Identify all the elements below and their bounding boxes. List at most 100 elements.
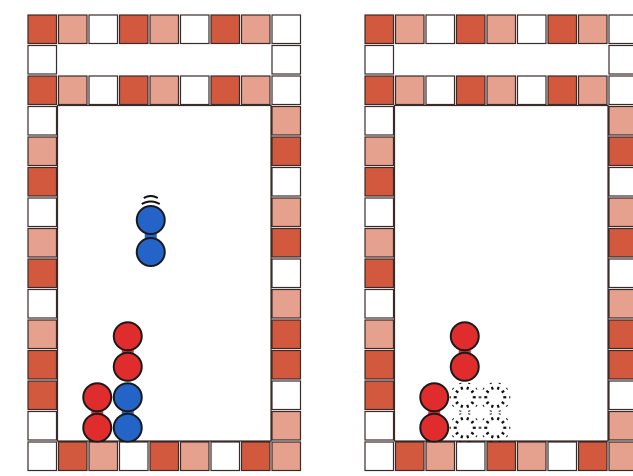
burst-dash <box>502 419 508 423</box>
frame-tile <box>28 168 57 197</box>
burst-dash <box>483 388 489 392</box>
frame-tile <box>365 290 394 319</box>
burst-dash <box>498 405 500 412</box>
frame-tile <box>487 15 516 44</box>
frame-tile <box>272 137 301 166</box>
frame-tile <box>579 442 608 471</box>
frame-tile <box>487 76 516 105</box>
puyo-blue <box>114 414 142 442</box>
frame-tile <box>609 412 633 441</box>
frame-tile <box>609 320 633 349</box>
frame-tile <box>609 229 633 258</box>
puyo-red <box>451 322 479 350</box>
frame-tile <box>59 442 88 471</box>
burst-dash <box>502 388 508 392</box>
burst-dash <box>498 413 500 420</box>
frame-tile <box>609 76 633 105</box>
frame-tile <box>272 381 301 410</box>
frame-tile <box>28 137 57 166</box>
frame-tile <box>365 76 394 105</box>
frame-tile <box>426 442 455 471</box>
popping-puyo <box>480 383 510 412</box>
frame-tile <box>59 15 88 44</box>
frame-tile <box>365 137 394 166</box>
burst-dash <box>502 402 508 406</box>
frame-tile <box>272 198 301 227</box>
frame-tile <box>365 351 394 380</box>
frame-tile <box>609 290 633 319</box>
burst-dash <box>491 413 493 420</box>
frame-tile <box>272 76 301 105</box>
frame-tile <box>272 290 301 319</box>
frame-tile <box>28 320 57 349</box>
frame-tile <box>181 442 210 471</box>
panel-before <box>28 15 301 471</box>
frame-tile <box>579 76 608 105</box>
frame-tile <box>609 15 633 44</box>
puyo-red <box>114 322 142 350</box>
frame-tile <box>609 259 633 288</box>
frame-tile <box>365 107 394 136</box>
popping-puyo <box>450 383 480 412</box>
frame-tile <box>28 442 57 471</box>
frame-tile <box>272 46 301 75</box>
frame-tile <box>242 76 271 105</box>
burst-dash <box>453 388 459 392</box>
frame-tile <box>150 442 179 471</box>
frame-tile <box>548 15 577 44</box>
frame-tile <box>609 168 633 197</box>
burst-dash <box>498 383 500 390</box>
frame-tile <box>120 442 149 471</box>
motion-line <box>144 196 158 198</box>
frame-tile <box>365 259 394 288</box>
frame-tile <box>518 15 547 44</box>
frame-tile <box>396 442 425 471</box>
puyo-red <box>420 383 448 411</box>
frame-tile <box>28 46 57 75</box>
frame-tile <box>89 15 118 44</box>
burst-dash <box>453 419 459 423</box>
popping-puyo <box>480 413 510 442</box>
motion-line <box>142 202 160 205</box>
frame-tile <box>365 412 394 441</box>
burst-dash <box>453 432 459 436</box>
frame-tile <box>396 15 425 44</box>
frame-tile <box>28 107 57 136</box>
panel-after <box>365 15 633 471</box>
frame-tile <box>28 229 57 258</box>
frame-tile <box>609 381 633 410</box>
frame-tile <box>120 76 149 105</box>
burst-dash <box>483 402 489 406</box>
frame-tile <box>396 76 425 105</box>
frame-tile <box>181 76 210 105</box>
frame-tile <box>548 442 577 471</box>
frame-tile <box>28 15 57 44</box>
puyo-red <box>83 383 111 411</box>
frame-tile <box>242 15 271 44</box>
frame-tile <box>518 442 547 471</box>
frame-tile <box>457 442 486 471</box>
frame-tile <box>272 229 301 258</box>
falling-puyo-top <box>137 206 165 234</box>
frame-tile <box>272 320 301 349</box>
frame-tile <box>518 76 547 105</box>
frame-tile <box>272 259 301 288</box>
frame-tile <box>457 76 486 105</box>
frame-tile <box>59 76 88 105</box>
frame-tile <box>89 442 118 471</box>
puyo-blue <box>114 383 142 411</box>
frame-tile <box>28 351 57 380</box>
burst-dash <box>483 419 489 423</box>
frame-tile <box>548 76 577 105</box>
falling-puyo-bottom <box>137 238 165 266</box>
frame-tile <box>365 229 394 258</box>
puyo-red <box>114 353 142 381</box>
frame-tile <box>365 381 394 410</box>
frame-tile <box>609 351 633 380</box>
burst-dash <box>467 383 469 390</box>
frame-tile <box>609 137 633 166</box>
frame-tile <box>609 107 633 136</box>
burst-dash <box>491 383 493 390</box>
